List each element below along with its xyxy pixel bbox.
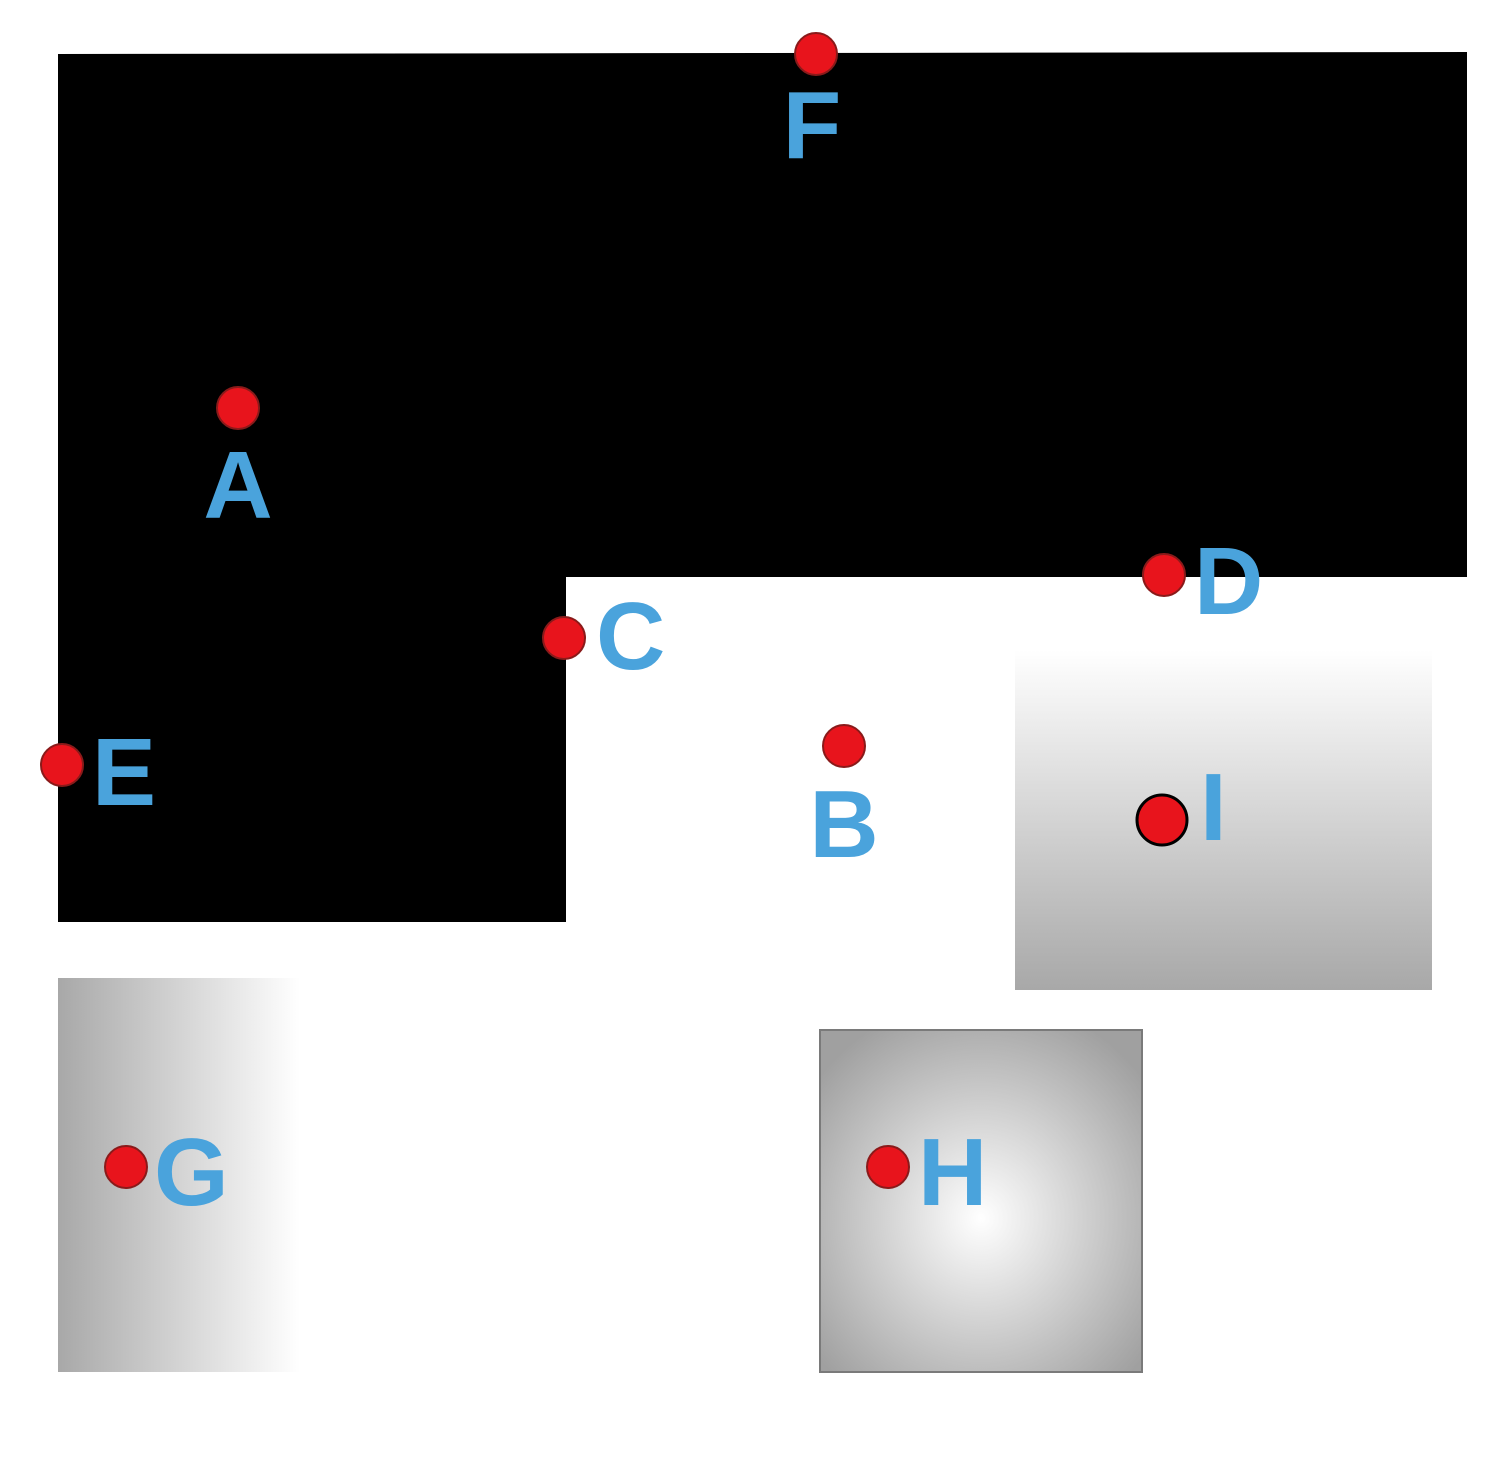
rect-g: [58, 978, 300, 1372]
point-c: C: [542, 583, 665, 690]
point-e-label: E: [92, 719, 156, 826]
l-shape-region: [58, 52, 1467, 922]
point-a: A: [203, 386, 273, 539]
point-f-label: F: [783, 72, 842, 179]
point-g-label: G: [154, 1119, 229, 1226]
rect-h: [819, 1029, 1143, 1373]
point-d-label: D: [1194, 528, 1263, 635]
point-g: G: [104, 1119, 229, 1226]
point-b-label: B: [809, 771, 878, 878]
point-h-label: H: [918, 1119, 987, 1226]
point-g-dot: [104, 1145, 148, 1189]
point-i: I: [1135, 754, 1227, 861]
point-i-label: I: [1200, 754, 1227, 861]
point-i-dot: [1135, 793, 1189, 847]
point-a-label: A: [203, 432, 272, 539]
point-b: B: [809, 724, 879, 878]
point-b-dot: [822, 724, 866, 768]
point-f-dot: [794, 32, 838, 76]
point-f: F: [783, 32, 842, 179]
point-e: E: [40, 719, 156, 826]
rect-i: [1015, 650, 1432, 990]
point-d-dot: [1142, 553, 1186, 597]
point-c-dot: [542, 616, 586, 660]
point-d: D: [1142, 528, 1263, 635]
point-e-dot: [40, 743, 84, 787]
point-h-dot: [866, 1145, 910, 1189]
point-c-label: C: [596, 583, 665, 690]
point-h: H: [866, 1119, 987, 1226]
point-a-dot: [216, 386, 260, 430]
